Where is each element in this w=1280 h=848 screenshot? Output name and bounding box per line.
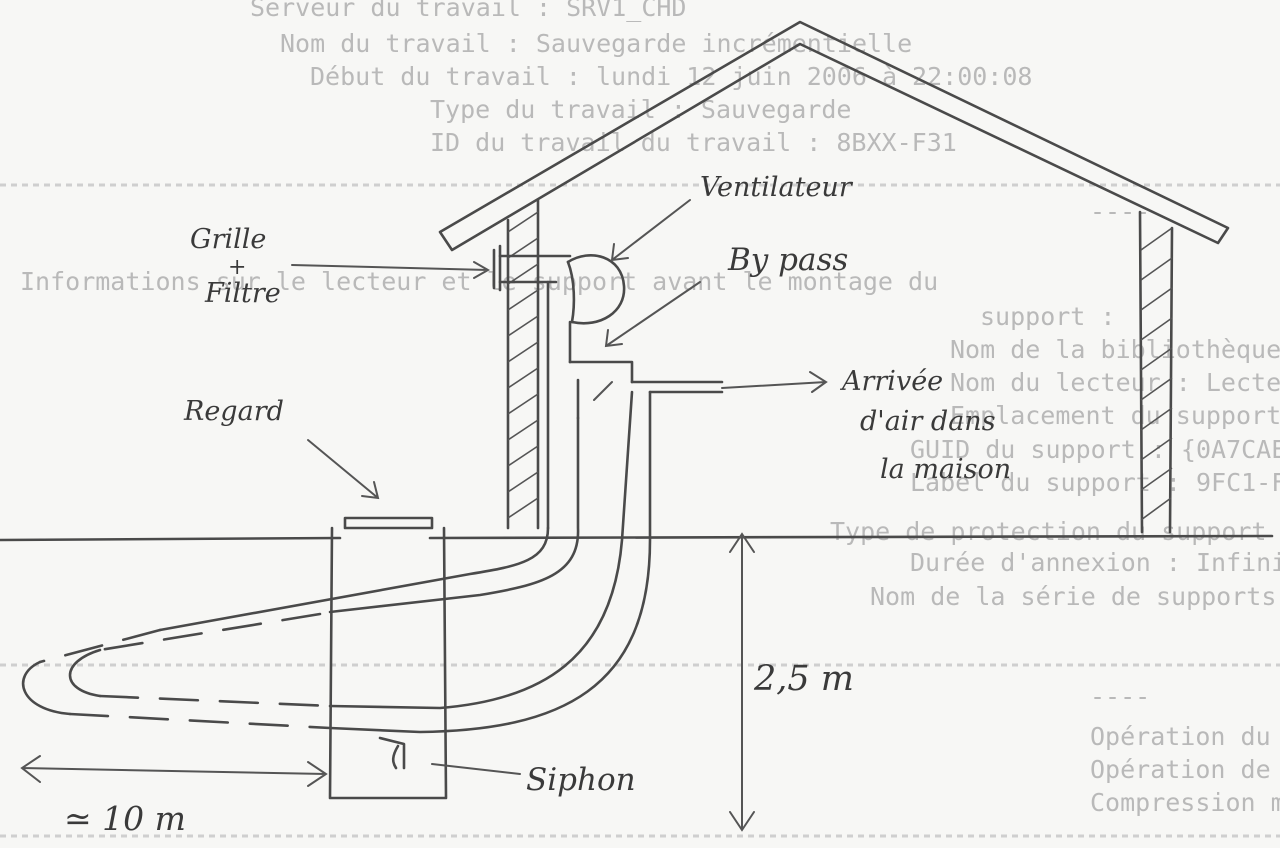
pipe-lower-inner <box>328 390 634 710</box>
label-filtre: Filtre <box>204 278 281 309</box>
roof-outline <box>438 20 1230 252</box>
bg-line-17: Opération de support - Remplacer <box>1090 755 1280 784</box>
air-outlet-duct <box>630 380 724 394</box>
house-left-wall <box>506 198 540 530</box>
regard-arrow <box>307 439 380 500</box>
label-grille: Grille <box>190 224 266 255</box>
bypass-arrow-1 <box>604 281 701 348</box>
pipe-upper-inner <box>328 416 580 614</box>
intake-duct <box>498 254 572 284</box>
ventilator-front <box>566 260 576 324</box>
ventilator-housing <box>566 254 626 325</box>
outlet-arrow <box>721 371 828 393</box>
regard-body <box>328 526 448 800</box>
bg-line-1: Serveur du travail : SRV1_CHD <box>250 0 687 22</box>
pipe-lower-outer <box>328 390 652 734</box>
bg-line-5: ID du travail du travail : 8BXX-F31 <box>430 128 957 157</box>
bg-line-6: Informations sur le lecteur et le suppor… <box>20 267 938 296</box>
siphon-arrow <box>431 763 521 775</box>
bg-line-8: Nom de la bibliothèque de médias : <box>950 335 1280 364</box>
bypass-branch <box>568 360 634 420</box>
label-la-maison: la maison <box>880 454 1011 485</box>
label-ventilateur: Ventilateur <box>700 172 854 203</box>
grille-arrow <box>291 261 491 279</box>
right-wall-hatching <box>1140 227 1173 521</box>
bg-line-18: Compression matérielle activée. <box>1090 788 1280 817</box>
house-roof <box>438 20 1230 252</box>
duct-vertical <box>546 280 572 530</box>
bg-line-10: Emplacement du support : 0 <box>950 401 1280 430</box>
bypass-duct <box>568 360 724 420</box>
pipe-lower-dashed-inner <box>98 694 332 708</box>
label-bypass: By pass <box>727 242 848 278</box>
label-length: ≃ 10 m <box>64 799 186 838</box>
regard-cap <box>343 516 434 530</box>
label-air-dans: d'air dans <box>860 406 996 437</box>
ventilator-arrow <box>610 199 691 262</box>
label-grille-plus: + <box>228 255 246 280</box>
height-arrow <box>729 532 755 832</box>
pipe-loop-outer <box>21 660 72 716</box>
bg-line-3: Début du travail : lundi 12 juin 2006 à … <box>310 62 1032 91</box>
bg-line-4: Type du travail : Sauvegarde <box>430 95 851 124</box>
bg-line-16: Opération du travail - Sauvegarde <box>1090 722 1280 751</box>
bg-line-14: Durée d'annexion : Infinite <box>910 548 1280 577</box>
house-right-wall <box>1138 210 1174 534</box>
pipe-upper-outer <box>158 526 550 632</box>
bg-dash-2: ---- <box>1090 682 1150 711</box>
pipe-upper-dashed <box>98 612 322 652</box>
pipe-upper-dashed-outer <box>38 628 162 664</box>
air-intake-assembly <box>492 244 626 530</box>
bg-line-13: Type de protection du support : Support … <box>830 517 1280 546</box>
bg-line-12: Label du support : 9FC1-F04 <box>910 468 1280 497</box>
label-siphon: Siphon <box>526 762 636 798</box>
bg-line-9: Nom du lecteur : Lecteur <box>950 368 1280 397</box>
label-regard: Regard <box>183 396 284 427</box>
underground-pipe <box>21 390 652 734</box>
siphon-trap <box>378 736 406 770</box>
length-arrow <box>20 755 328 787</box>
pipe-loop-inner <box>68 648 102 698</box>
bg-line-2: Nom du travail : Sauvegarde incrémentiel… <box>280 29 912 58</box>
label-arrivee: Arrivée <box>839 366 943 397</box>
bg-line-11: GUID du support : {0A7CAE3-9886-42D6-829… <box>910 435 1280 464</box>
bg-line-15: Nom de la série de supports : Série de s… <box>870 582 1280 611</box>
label-height: 2,5 m <box>753 659 854 699</box>
bypass-arrow-2 <box>593 381 613 401</box>
right-wall-outline <box>1138 210 1174 534</box>
pipe-lower-dashed-outer <box>68 712 332 730</box>
left-wall-hatching <box>507 211 539 519</box>
labels: Ventilateur Grille + Filtre By pass Arri… <box>64 172 1011 838</box>
annotation-arrows <box>20 199 828 832</box>
regard-shaft <box>328 516 448 800</box>
bg-line-7: support : <box>980 302 1115 331</box>
ground-line <box>0 534 1274 542</box>
left-wall-outline <box>506 198 540 530</box>
